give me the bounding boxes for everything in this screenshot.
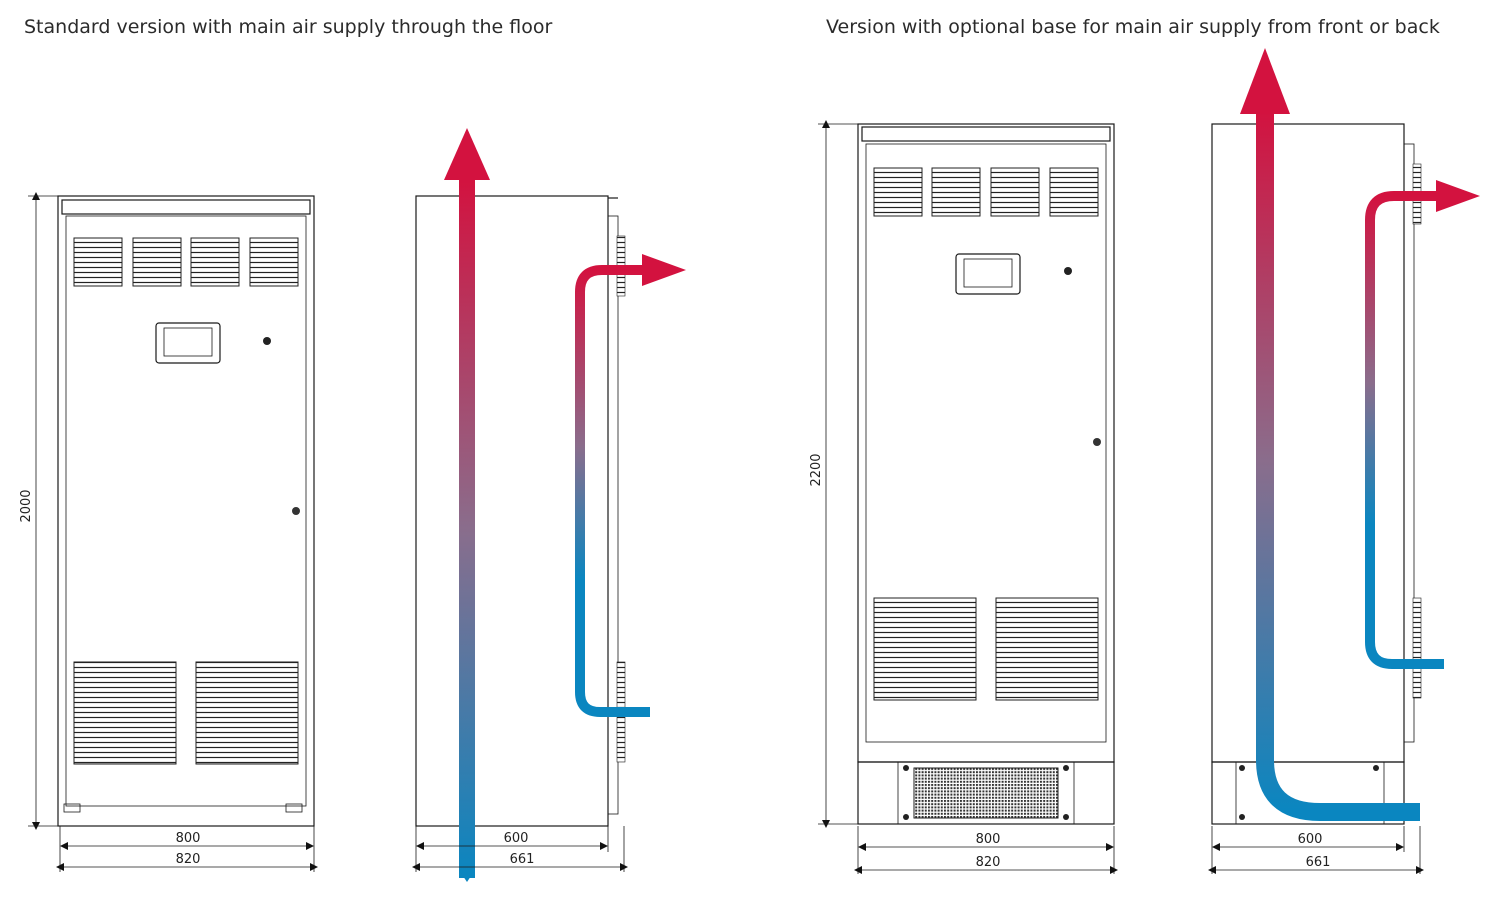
dimension-label: 661 — [510, 852, 535, 867]
display-panel-icon — [955, 253, 1021, 295]
dimension-label: 2000 — [19, 489, 34, 522]
ventilation-grille-bottom — [73, 661, 299, 765]
dimension-label: 820 — [976, 855, 1001, 870]
door-handle-icon — [292, 507, 300, 515]
dimension-label: 800 — [976, 832, 1001, 847]
air-flow-arrow-main-standard — [444, 128, 490, 882]
dimension-label: 600 — [504, 831, 529, 846]
ventilation-grille-top — [73, 237, 299, 287]
caption-standard-version: Standard version with main air supply th… — [24, 16, 553, 38]
dimension-width-with-base: 800 820 — [854, 826, 1118, 874]
optional-base — [857, 761, 1115, 825]
cabinet-front-with-base — [857, 123, 1115, 825]
dimension-label: 800 — [176, 831, 201, 846]
door-lock-icon — [1064, 267, 1072, 275]
dimension-depth-standard: 600 661 — [412, 826, 628, 872]
dimension-label: 661 — [1306, 855, 1331, 870]
dimension-depth-with-base: 600 661 — [1208, 826, 1424, 874]
dimension-height-standard: 2000 — [19, 192, 58, 830]
cabinet-side-standard — [415, 195, 626, 827]
cabinet-front-standard — [57, 195, 315, 827]
dimension-label: 600 — [1298, 832, 1323, 847]
dimension-label: 2200 — [809, 453, 824, 486]
caption-optional-base-version: Version with optional base for main air … — [826, 16, 1440, 38]
cabinet-side-with-base — [1211, 123, 1422, 825]
ventilation-grille-bottom — [873, 597, 1099, 701]
dimension-height-with-base: 2200 — [809, 120, 858, 828]
air-flow-arrow-main-with-base — [1240, 48, 1420, 821]
ventilation-grille-top — [873, 167, 1099, 217]
air-flow-arrow-loop-with-base — [1365, 180, 1480, 669]
door-handle-icon — [1093, 438, 1101, 446]
dimension-width-standard: 800 820 — [56, 826, 318, 872]
display-panel-icon — [155, 322, 221, 364]
air-flow-arrow-loop-standard — [575, 254, 686, 717]
dimension-label: 820 — [176, 852, 201, 867]
door-lock-icon — [263, 337, 271, 345]
